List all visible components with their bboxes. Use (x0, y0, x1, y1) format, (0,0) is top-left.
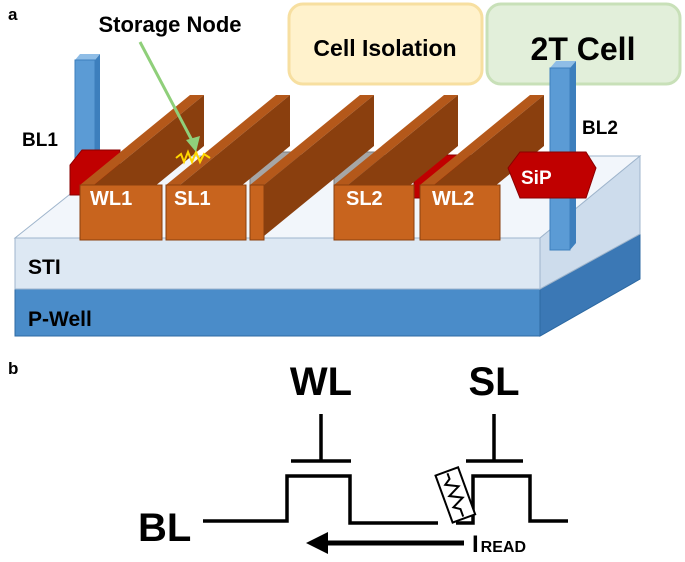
pwell-layer: P-Well (14, 233, 641, 337)
storage-node-resistor-icon (175, 149, 211, 165)
pwell-label: P-Well (28, 308, 92, 331)
cell-isolation-label: Cell Isolation (313, 35, 456, 61)
wl2-label: WL2 (432, 188, 474, 210)
electrode-sl1-front (165, 184, 247, 241)
bl1-pillar (74, 54, 100, 161)
storage-node-label: Storage Node (98, 12, 241, 37)
sip-label: SiP (521, 168, 552, 189)
cell-isolation-box: Cell Isolation (287, 2, 484, 86)
panel-a-label: a (8, 5, 18, 24)
bl1-label: BL1 (22, 130, 58, 151)
electrode-3-front (249, 184, 265, 241)
iread-sub: READ (481, 539, 526, 556)
electrode-wl2-front (419, 184, 501, 241)
storage-node-arrow (138, 41, 200, 152)
iread-arrow (306, 532, 464, 554)
storage-node-resistor-symbol (434, 466, 477, 524)
circuit-schematic (203, 414, 568, 525)
wl-label: WL (290, 360, 352, 404)
electrode-wl1-front (79, 184, 163, 241)
sip-pad-right: SiP (507, 151, 597, 199)
sti-label: STI (28, 256, 61, 279)
sl-label: SL (468, 360, 519, 404)
sl2-label: SL2 (346, 188, 383, 210)
panel-b-label: b (8, 359, 18, 378)
two-t-cell-label: 2T Cell (531, 31, 636, 67)
bl-label: BL (138, 506, 191, 550)
two-t-cell-box: 2T Cell (485, 2, 682, 86)
bl2-label: BL2 (582, 118, 618, 139)
electrode-sl2-front (333, 184, 415, 241)
iread-main: I (472, 531, 479, 558)
wl1-label: WL1 (90, 188, 132, 210)
sl1-label: SL1 (174, 188, 211, 210)
